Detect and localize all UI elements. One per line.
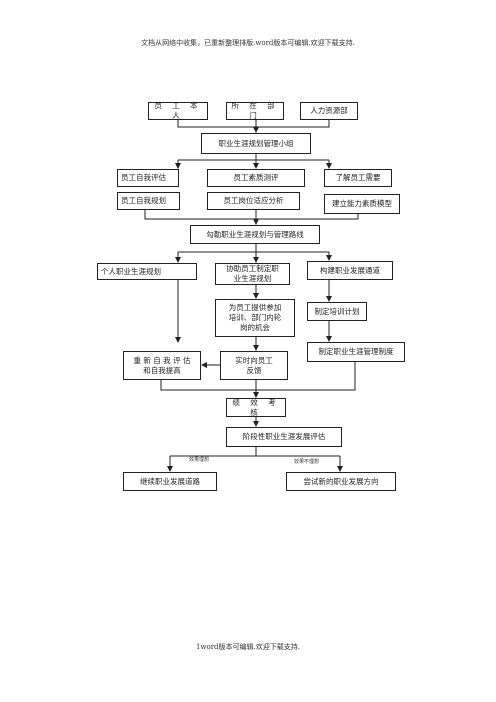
node-post-fit: 员工岗位适应分析 bbox=[207, 192, 300, 210]
node-provide-chance: 为员工提供参加 培训、部门内轮 岗的机会 bbox=[215, 299, 295, 337]
node-hr: 人力资源部 bbox=[300, 102, 358, 120]
node-stage-eval: 阶段性职业生涯发展评估 bbox=[226, 427, 342, 447]
node-reassess: 重 新 自 我 评 估 和自我提高 bbox=[123, 351, 201, 380]
edge-label-not-ideal: 效果不理想 bbox=[294, 459, 320, 465]
node-outline: 勾勒职业生涯规划与管理路线 bbox=[190, 225, 320, 244]
node-build-model: 建立能力素质模型 bbox=[324, 194, 400, 214]
edge-label-ideal: 效果理想 bbox=[189, 457, 210, 463]
node-training-plan: 制定培训计划 bbox=[307, 302, 367, 321]
node-try-new: 尝试新的职业发展方向 bbox=[286, 472, 396, 491]
node-self-plan: 员工自我规划 bbox=[117, 192, 180, 210]
node-build-channel: 构建职业发展通道 bbox=[307, 261, 393, 280]
node-continue-path: 继续职业发展道路 bbox=[123, 472, 217, 491]
node-assist-plan: 协助员工制定职 业生涯规划 bbox=[215, 263, 290, 285]
node-mgmt-system: 制定职业生涯管理制度 bbox=[307, 342, 405, 362]
node-group: 职业生涯规划管理小组 bbox=[201, 133, 311, 154]
node-feedback: 实时向员工 反馈 bbox=[220, 351, 288, 380]
node-dept: 所 在 部 门 bbox=[226, 101, 284, 120]
node-self-eval: 员工自我评估 bbox=[117, 169, 179, 187]
node-personal-plan: 个人职业生涯规划 bbox=[97, 263, 197, 280]
node-know-needs: 了解员工需要 bbox=[324, 169, 392, 187]
node-quality-test: 员工素质测评 bbox=[207, 169, 305, 187]
page-footer: 1word版本可编辑.欢迎下载支持. bbox=[196, 643, 300, 651]
node-performance: 绩 效 考 核 bbox=[226, 398, 286, 417]
page-header: 文档从网络中收集，已重新整理排版.word版本可编辑.欢迎下载支持. bbox=[141, 39, 355, 47]
node-staff: 员 工 本 人 bbox=[148, 101, 208, 120]
